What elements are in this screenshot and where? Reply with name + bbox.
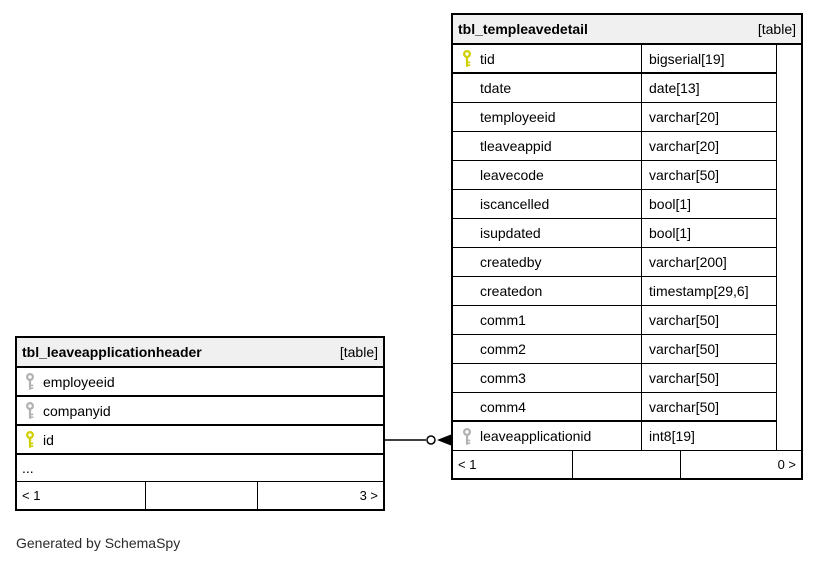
table-row: id (17, 426, 383, 455)
primary-key-icon (25, 431, 35, 448)
column-name: id (43, 431, 54, 448)
column-type: varchar[50] (649, 370, 720, 386)
column-name: comm2 (480, 341, 526, 357)
column-type: varchar[50] (649, 167, 720, 183)
elided-columns-row: ... (17, 455, 383, 481)
ellipsis-text: ... (22, 460, 34, 476)
column-name: leavecode (480, 167, 544, 183)
column-type: varchar[20] (649, 138, 720, 154)
column-name: isupdated (480, 225, 541, 241)
table-row: createdon timestamp[29,6] (453, 277, 776, 306)
column-name: tleaveappid (480, 138, 552, 154)
generated-by-caption: Generated by SchemaSpy (16, 535, 181, 551)
parent-count: < 1 (453, 451, 573, 478)
column-name: tid (480, 50, 495, 67)
relationship-edge-column (776, 45, 801, 450)
table-row: leaveapplicationid int8[19] (453, 422, 776, 450)
table-type-label: [table] (339, 344, 378, 360)
column-type: bigserial[19] (649, 50, 725, 67)
table-tbl-templeavedetail: tbl_templeavedetail [table] tid bigseria… (451, 13, 803, 480)
column-name: iscancelled (480, 196, 550, 212)
table-row: tdate date[13] (453, 74, 776, 103)
table-row: employeeid (17, 368, 383, 397)
footer-middle-cell (573, 451, 681, 478)
table-row: temployeeid varchar[20] (453, 103, 776, 132)
column-name: comm3 (480, 370, 526, 386)
table-header[interactable]: tbl_templeavedetail [table] (453, 15, 801, 45)
arrowhead-icon (437, 434, 451, 446)
column-type: varchar[200] (649, 254, 727, 270)
table-row: iscancelled bool[1] (453, 190, 776, 219)
parent-count: < 1 (17, 482, 146, 509)
foreign-key-icon (462, 427, 472, 445)
table-footer: < 1 3 > (17, 482, 383, 509)
table-row: createdby varchar[200] (453, 248, 776, 277)
table-footer: < 1 0 > (453, 451, 801, 478)
column-name: tdate (480, 80, 512, 96)
column-type: bool[1] (649, 196, 692, 212)
foreign-key-icon (25, 373, 35, 390)
table-type-label: [table] (757, 21, 796, 37)
column-name: temployeeid (480, 109, 556, 125)
column-name: companyid (43, 402, 111, 419)
column-type: date[13] (649, 80, 700, 96)
primary-key-icon (462, 50, 472, 67)
column-name: comm4 (480, 398, 526, 415)
column-type: varchar[20] (649, 109, 720, 125)
child-count: 3 > (359, 488, 378, 503)
table-row: leavecode varchar[50] (453, 161, 776, 190)
table-header[interactable]: tbl_leaveapplicationheader [table] (17, 338, 383, 368)
foreign-key-icon (25, 402, 35, 419)
column-type: timestamp[29,6] (649, 283, 749, 299)
column-type: int8[19] (649, 428, 695, 444)
table-title[interactable]: tbl_templeavedetail (458, 21, 588, 37)
child-count: 0 > (777, 457, 796, 472)
zero-or-one-circle (426, 435, 436, 445)
table-row: isupdated bool[1] (453, 219, 776, 248)
table-row: comm3 varchar[50] (453, 364, 776, 393)
table-row: companyid (17, 397, 383, 426)
table-tbl-leaveapplicationheader: tbl_leaveapplicationheader [table] emplo… (15, 336, 385, 511)
column-name: createdon (480, 283, 543, 299)
table-row: comm1 varchar[50] (453, 306, 776, 335)
column-name: createdby (480, 254, 542, 270)
table-row: tleaveappid varchar[20] (453, 132, 776, 161)
column-name: leaveapplicationid (480, 428, 592, 444)
footer-middle-cell (146, 482, 258, 509)
table-row: tid bigserial[19] (453, 45, 776, 74)
column-name: employeeid (43, 373, 115, 390)
column-type: varchar[50] (649, 398, 720, 415)
table-title[interactable]: tbl_leaveapplicationheader (22, 344, 202, 360)
table-row: comm4 varchar[50] (453, 393, 776, 422)
column-name: comm1 (480, 312, 526, 328)
column-type: bool[1] (649, 225, 692, 241)
relationship-connector (383, 434, 451, 446)
table-row: comm2 varchar[50] (453, 335, 776, 364)
column-type: varchar[50] (649, 341, 720, 357)
column-type: varchar[50] (649, 312, 720, 328)
